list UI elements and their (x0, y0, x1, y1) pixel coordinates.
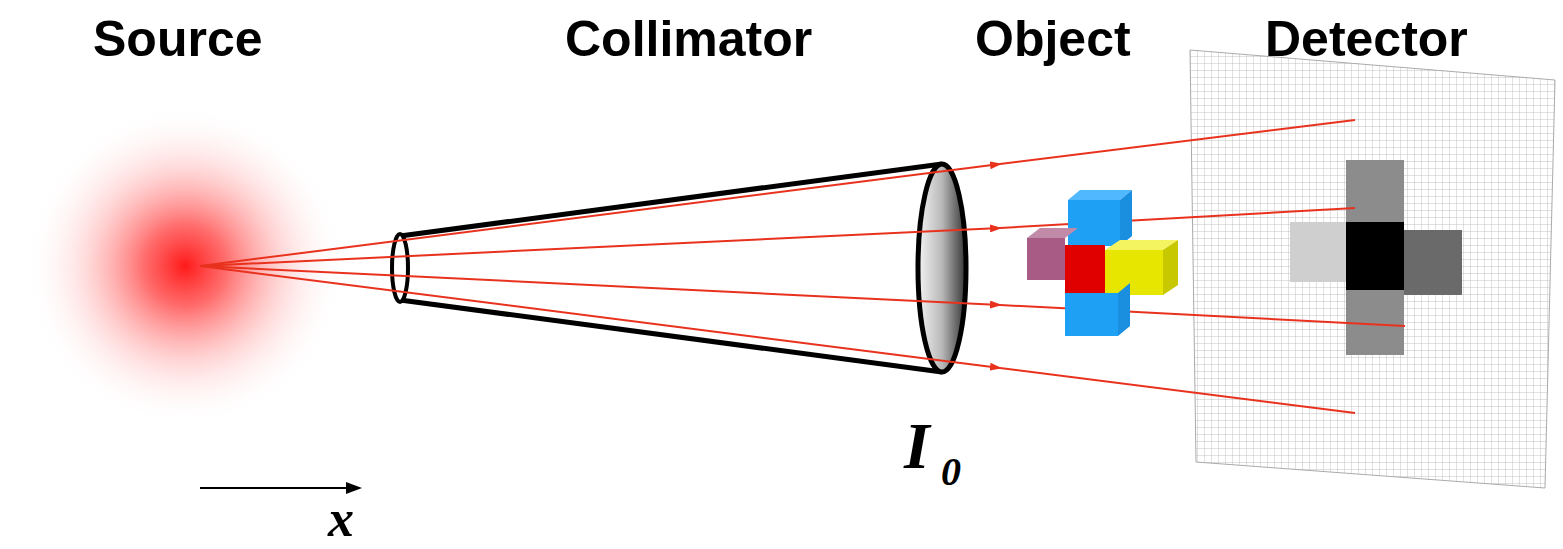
source-glow (25, 106, 345, 426)
intensity-symbol: 0 (941, 452, 961, 492)
object-cubes (1027, 190, 1178, 336)
collimator (392, 164, 966, 372)
intensity-symbol: I (904, 413, 930, 479)
part-name: Source (93, 14, 263, 64)
detector-plane (1190, 50, 1555, 488)
axis-label: x (328, 493, 354, 545)
rays (200, 120, 1405, 413)
detector-image (1290, 160, 1462, 355)
part-name: Object (975, 14, 1131, 64)
part-name: Detector (1265, 14, 1468, 64)
part-name: Collimator (565, 14, 812, 64)
